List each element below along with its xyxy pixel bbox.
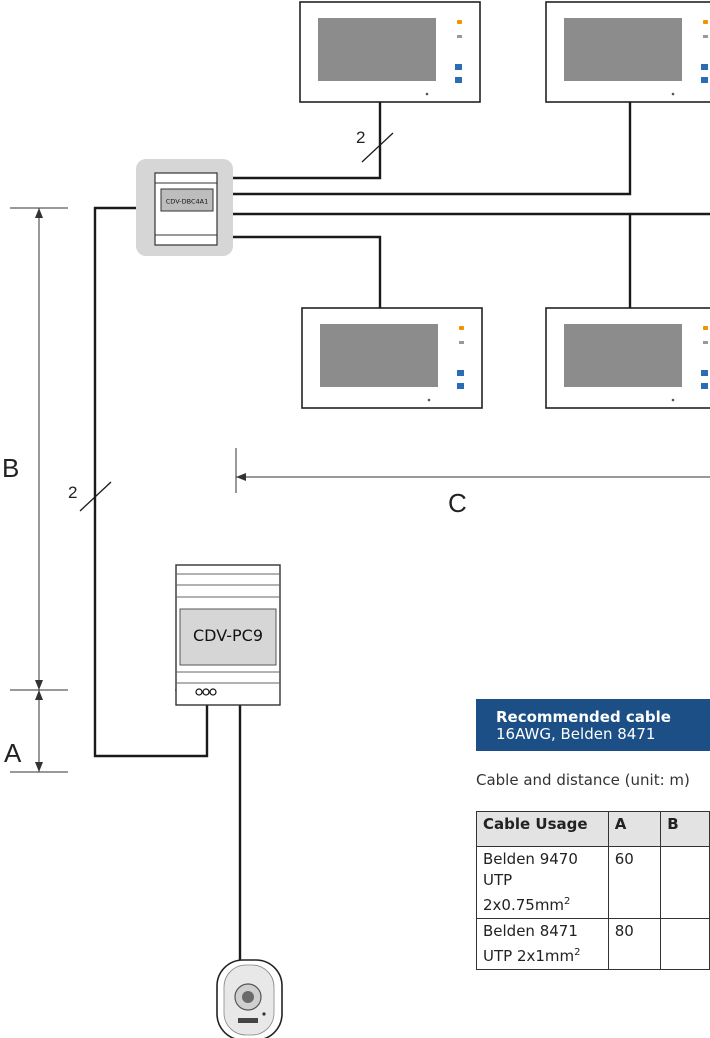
monitor-bottom-left: [301, 307, 483, 409]
distance-b-cell: [660, 918, 710, 970]
monitor-top-left: [299, 1, 481, 103]
dimension-a-label: A: [4, 738, 22, 768]
wire-count-tick-branch: 2: [356, 128, 394, 163]
header-b: B: [660, 811, 710, 847]
monitor-bottom-right: [545, 307, 710, 409]
dimension-lines: [10, 207, 710, 773]
distributor-label: CDV-DBC4A1: [166, 198, 208, 206]
header-a: A: [607, 811, 662, 847]
header-cable-usage: Cable Usage: [476, 811, 609, 847]
cable-spec: UTP 2x0.75mm: [483, 871, 565, 914]
cable-usage-cell: Belden 9470 UTP 2x0.75mm2: [476, 846, 609, 919]
power-controller-device: CDV-PC9: [175, 564, 281, 706]
table-header-row: Cable Usage A B: [476, 811, 710, 847]
wiring: [93, 102, 710, 960]
cable-usage-cell: Belden 8471 UTP 2x1mm2: [476, 918, 609, 970]
wire-count-branch: 2: [356, 128, 365, 147]
recommended-cable-box: Recommended cable 16AWG, Belden 8471: [476, 699, 710, 751]
table-row: Belden 9470 UTP 2x0.75mm2 60: [476, 846, 710, 919]
terminal-block-icon: [195, 688, 217, 696]
power-controller-label: CDV-PC9: [193, 626, 263, 645]
distance-title: Cable and distance (unit: m): [476, 771, 690, 789]
dimension-c-label: C: [448, 488, 467, 518]
dimension-b-label: B: [2, 453, 19, 483]
table-row: Belden 8471 UTP 2x1mm2 80: [476, 918, 710, 970]
cable-name: Belden 9470: [483, 850, 578, 868]
distance-b-cell: [660, 846, 710, 919]
cable-name: Belden 8471: [483, 922, 578, 940]
cable-spec: UTP 2x1mm: [483, 947, 575, 965]
distributor-device: CDV-DBC4A1: [136, 159, 233, 256]
monitor-top-right: [545, 1, 710, 103]
distance-a-cell: 60: [607, 846, 662, 919]
recommended-cable-title: Recommended cable: [496, 708, 671, 726]
wire-count-tick-main: 2: [68, 481, 112, 512]
distance-a-cell: 80: [607, 918, 662, 970]
cable-distance-table: Cable Usage A B Belden 9470 UTP 2x0.75mm…: [476, 811, 710, 970]
recommended-cable-value: 16AWG, Belden 8471: [496, 725, 656, 743]
dimension-arrows: [35, 208, 246, 772]
unit-superscript: 2: [574, 947, 581, 958]
door-station-device: [216, 959, 283, 1038]
wire-count-main: 2: [68, 483, 77, 502]
unit-superscript: 2: [564, 896, 571, 907]
